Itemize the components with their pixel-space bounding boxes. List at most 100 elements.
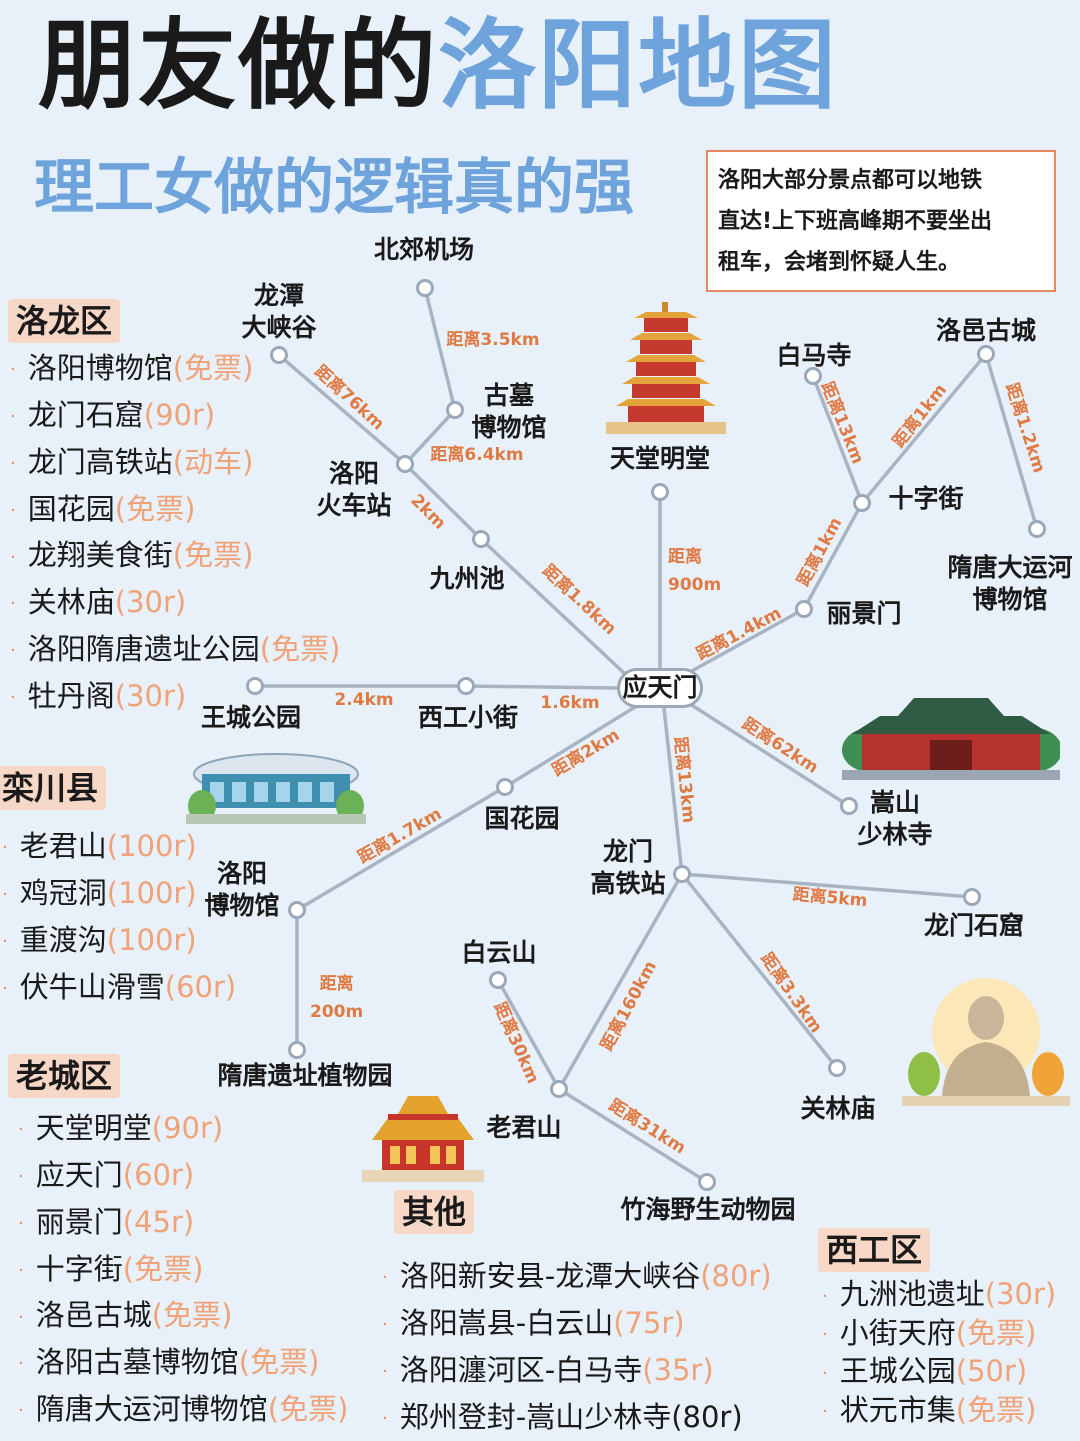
station-label-lijing: 丽景门 — [826, 599, 902, 628]
station-node-yunhe[interactable] — [1028, 520, 1046, 538]
station-node-suitang[interactable] — [288, 1041, 306, 1059]
list-item: ·十字街(免票) — [18, 1251, 204, 1286]
line-beijiao-gumu — [423, 286, 457, 412]
station-node-tiantang[interactable] — [651, 483, 669, 501]
list-item: ·洛阳博物馆(免票) — [10, 351, 254, 385]
district-badge-xigong: 西工区 — [818, 1228, 931, 1272]
line-longmen-guanlin — [680, 872, 839, 1070]
station-label-yunhe: 隋唐大运河博物馆 — [947, 553, 1073, 614]
station-node-beijiao[interactable] — [416, 279, 434, 297]
station-node-baiyun[interactable] — [489, 971, 507, 989]
line-shizi-luoyi — [860, 352, 988, 505]
stadium-illustration — [186, 753, 366, 824]
title-blue: 洛阳地图 — [438, 9, 839, 123]
line-hub-longmen — [662, 706, 684, 876]
station-label-guohua: 国花园 — [484, 804, 560, 833]
station-node-gumu[interactable] — [446, 401, 464, 419]
station-label-luoyi: 洛邑古城 — [935, 316, 1037, 345]
station-node-guanlin[interactable] — [828, 1059, 846, 1077]
list-item: ·龙门石窟(90r) — [10, 397, 216, 432]
station-label-train: 洛阳火车站 — [316, 459, 392, 520]
page-subtitle: 理工女做的逻辑真的强 — [34, 153, 634, 223]
station-label-wangcheng: 王城公园 — [200, 703, 302, 732]
station-label-jiuzhou: 九州池 — [429, 564, 505, 593]
station-node-zhuhai[interactable] — [698, 1173, 716, 1191]
station-node-luoyi[interactable] — [977, 345, 995, 363]
note-line: 租车，会堵到怀疑人生。 — [718, 250, 961, 275]
line-xigong-hub — [464, 684, 619, 690]
line-luoyi-yunhe — [984, 352, 1039, 531]
station-label-tiantang: 天堂明堂 — [609, 444, 711, 473]
station-label-laojun: 老君山 — [486, 1113, 562, 1142]
station-node-longmen-grotto[interactable] — [963, 888, 981, 906]
hub-station-yingtianmen[interactable]: 应天门 — [617, 668, 703, 708]
line-guohua-museum — [295, 785, 507, 912]
district-list-luolong: ·洛阳博物馆(免票) ·龙门石窟(90r) ·龙门高铁站(动车) ·国花园(免票… — [10, 346, 340, 721]
page-title: 朋友做的洛阳地图 — [38, 6, 838, 126]
travel-tip-note: 洛阳大部分景点都可以地铁 直达!上下班高峰期不要坐出 租车，会堵到怀疑人生。 — [706, 150, 1056, 292]
station-node-xigong[interactable] — [457, 677, 475, 695]
station-node-songshan[interactable] — [840, 797, 858, 815]
station-node-longtan[interactable] — [270, 346, 288, 364]
line-laojun-zhuhai — [557, 1087, 709, 1184]
list-item: ·郑州登封-嵩山少林寺(80r) — [382, 1399, 743, 1434]
list-item: ·洛阳瀍河区-白马寺(35r) — [382, 1352, 714, 1387]
list-item: ·龙门高铁站(动车) — [10, 444, 254, 479]
list-item: ·鸡冠洞(100r) — [2, 875, 197, 910]
list-item: ·九洲池遗址(30r) — [822, 1277, 1057, 1311]
station-label-gumu: 古墓博物馆 — [471, 381, 547, 442]
line-longmen-grotto — [680, 872, 974, 899]
station-label-guanlin: 关林庙 — [800, 1094, 876, 1123]
list-item: ·重渡沟(100r) — [2, 922, 197, 957]
title-black: 朋友做的 — [38, 9, 439, 123]
list-item: ·伏牛山滑雪(60r) — [2, 969, 237, 1004]
list-item: ·牡丹阁(30r) — [10, 678, 187, 713]
note-line: 洛阳大部分景点都可以地铁 — [718, 168, 983, 193]
line-gumu-train — [403, 408, 457, 466]
station-node-baima[interactable] — [804, 367, 822, 385]
station-label-baiyun: 白云山 — [461, 938, 537, 967]
station-label-longmen-grotto: 龙门石窟 — [923, 911, 1025, 940]
distance-label: 距离3.5km — [446, 330, 540, 350]
station-node-train[interactable] — [396, 455, 414, 473]
station-label-zhuhai: 竹海野生动物园 — [620, 1195, 796, 1224]
line-jiuzhou-hub — [479, 537, 642, 690]
distance-label: 1.6km — [540, 693, 600, 713]
station-label-xigong: 西工小街 — [417, 703, 519, 732]
list-item: ·隋唐大运河博物馆(免票) — [18, 1392, 349, 1427]
list-item: ·洛阳新安县-龙潭大峡谷(80r) — [382, 1259, 772, 1293]
line-longmen-laojun — [557, 872, 684, 1091]
district-list-laocheng: ·天堂明堂(90r) ·应天门(60r) ·丽景门(45r) ·十字街(免票) … — [18, 1106, 348, 1434]
district-list-other: ·洛阳新安县-龙潭大峡谷(80r) ·洛阳嵩县-白云山(75r) ·洛阳瀍河区-… — [382, 1254, 772, 1441]
station-label-suitang: 隋唐遗址植物园 — [217, 1061, 393, 1090]
station-node-guohua[interactable] — [496, 778, 514, 796]
list-item: ·国花园(免票) — [10, 491, 196, 526]
list-item: ·状元市集(免票) — [822, 1392, 1037, 1427]
station-node-museum[interactable] — [288, 901, 306, 919]
list-item: ·洛邑古城(免票) — [18, 1298, 233, 1333]
line-hub-songshan — [688, 702, 851, 808]
list-item: ·王城公园(50r) — [822, 1354, 1028, 1388]
station-node-shizi[interactable] — [853, 494, 871, 512]
station-label-baima: 白马寺 — [776, 341, 852, 370]
station-node-wangcheng[interactable] — [246, 677, 264, 695]
list-item: ·小街天府(免票) — [822, 1315, 1037, 1350]
line-lijing-shizi — [802, 501, 864, 611]
station-node-lijing[interactable] — [795, 600, 813, 618]
note-line: 直达!上下班高峰期不要坐出 — [718, 209, 993, 234]
list-item: ·应天门(60r) — [18, 1157, 195, 1192]
station-label-beijiao: 北郊机场 — [373, 235, 475, 264]
station-node-laojun[interactable] — [550, 1080, 568, 1098]
list-item: ·洛阳隋唐遗址公园(免票) — [10, 632, 341, 667]
district-badge-other: 其他 — [394, 1190, 475, 1234]
station-node-longmen-hsr[interactable] — [673, 865, 691, 883]
line-train-jiuzhou — [403, 462, 483, 541]
station-label-songshan: 嵩山少林寺 — [857, 788, 933, 849]
list-item: ·老君山(100r) — [2, 829, 197, 863]
temple-illustration — [842, 698, 1060, 780]
station-node-jiuzhou[interactable] — [472, 530, 490, 548]
station-label-longtan: 龙潭大峡谷 — [241, 281, 317, 342]
district-badge-luanchuan: 栾川县 — [0, 766, 107, 810]
line-baiyun-laojun — [496, 978, 561, 1091]
